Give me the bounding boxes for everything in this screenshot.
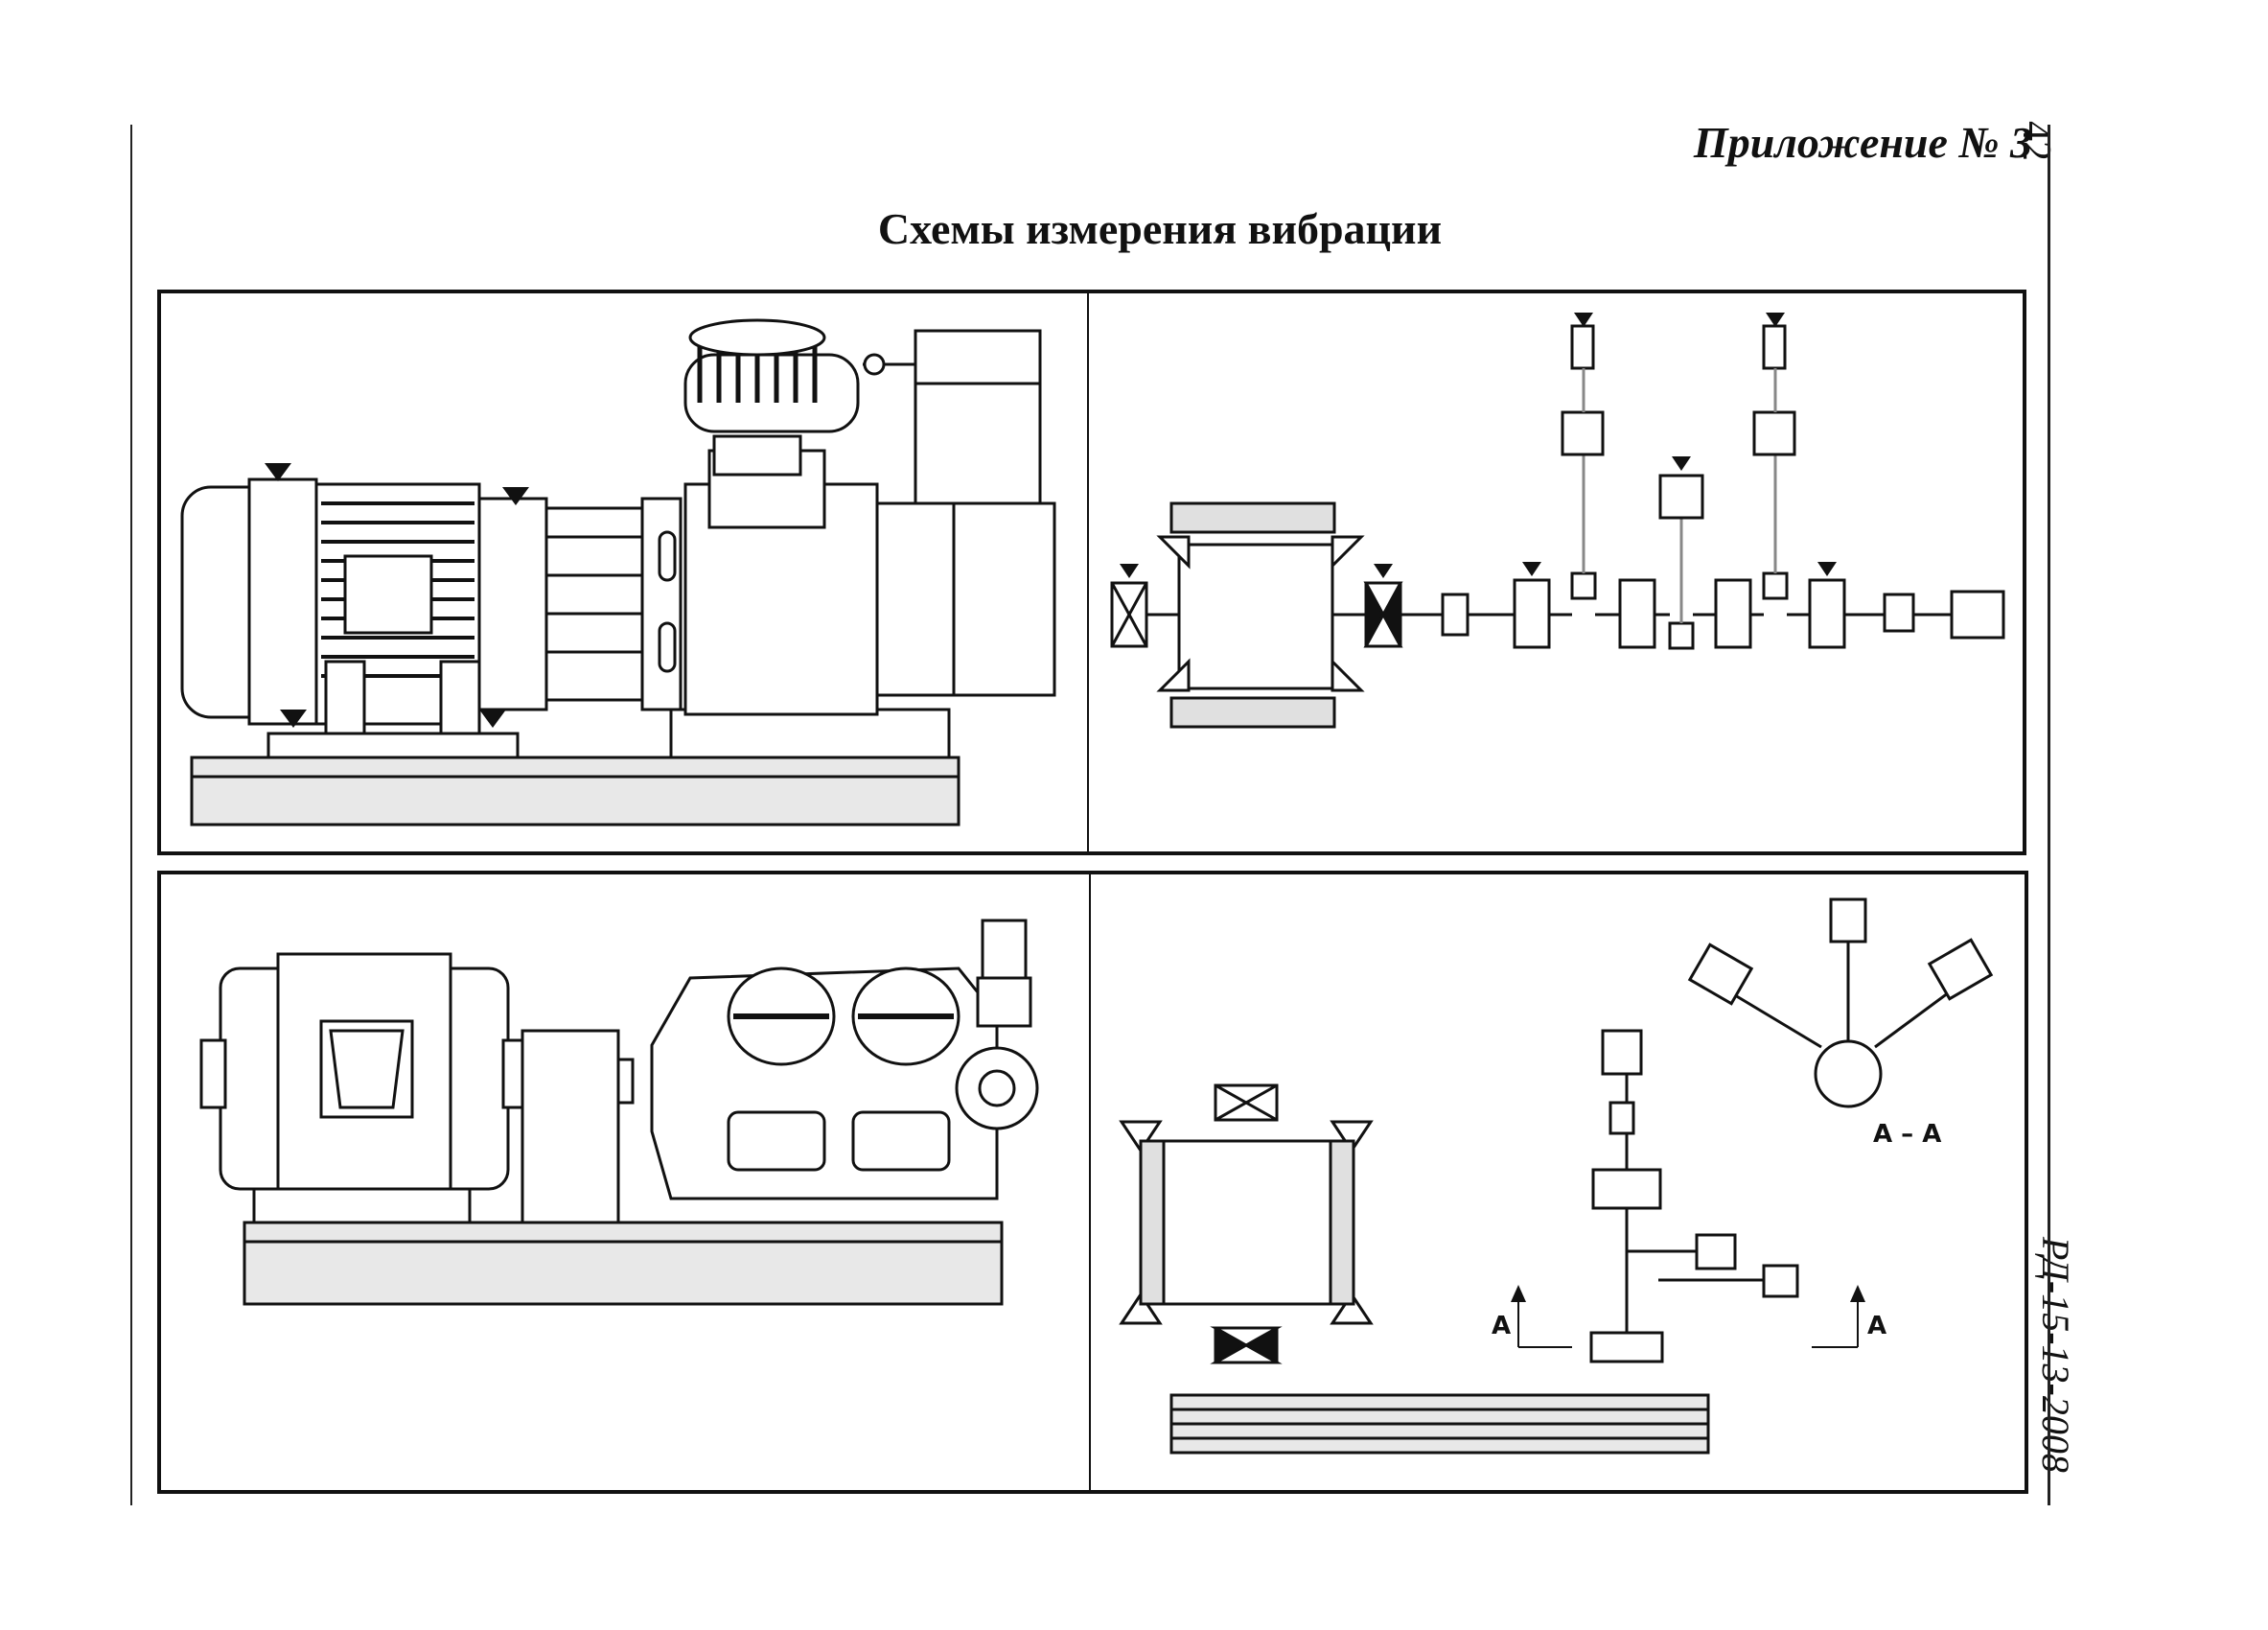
page-title: Схемы измерения вибрации <box>877 204 1443 253</box>
section-arrow-icon <box>1511 1285 1865 1302</box>
section-label-left: А <box>1492 1312 1512 1340</box>
appendix-label: Приложение № 3 <box>1693 118 2032 167</box>
section-label-a-a: А – А <box>1873 1120 1942 1149</box>
section-label-right: А <box>1867 1312 1887 1340</box>
lower-panel-divider <box>1089 871 1091 1494</box>
upper-panel-divider <box>1087 290 1089 855</box>
measurement-point-marker-icon <box>1120 313 1837 578</box>
right-margin-rule <box>2048 125 2050 1505</box>
measurement-point-marker-icon <box>265 463 529 728</box>
left-margin-rule <box>130 125 132 1505</box>
